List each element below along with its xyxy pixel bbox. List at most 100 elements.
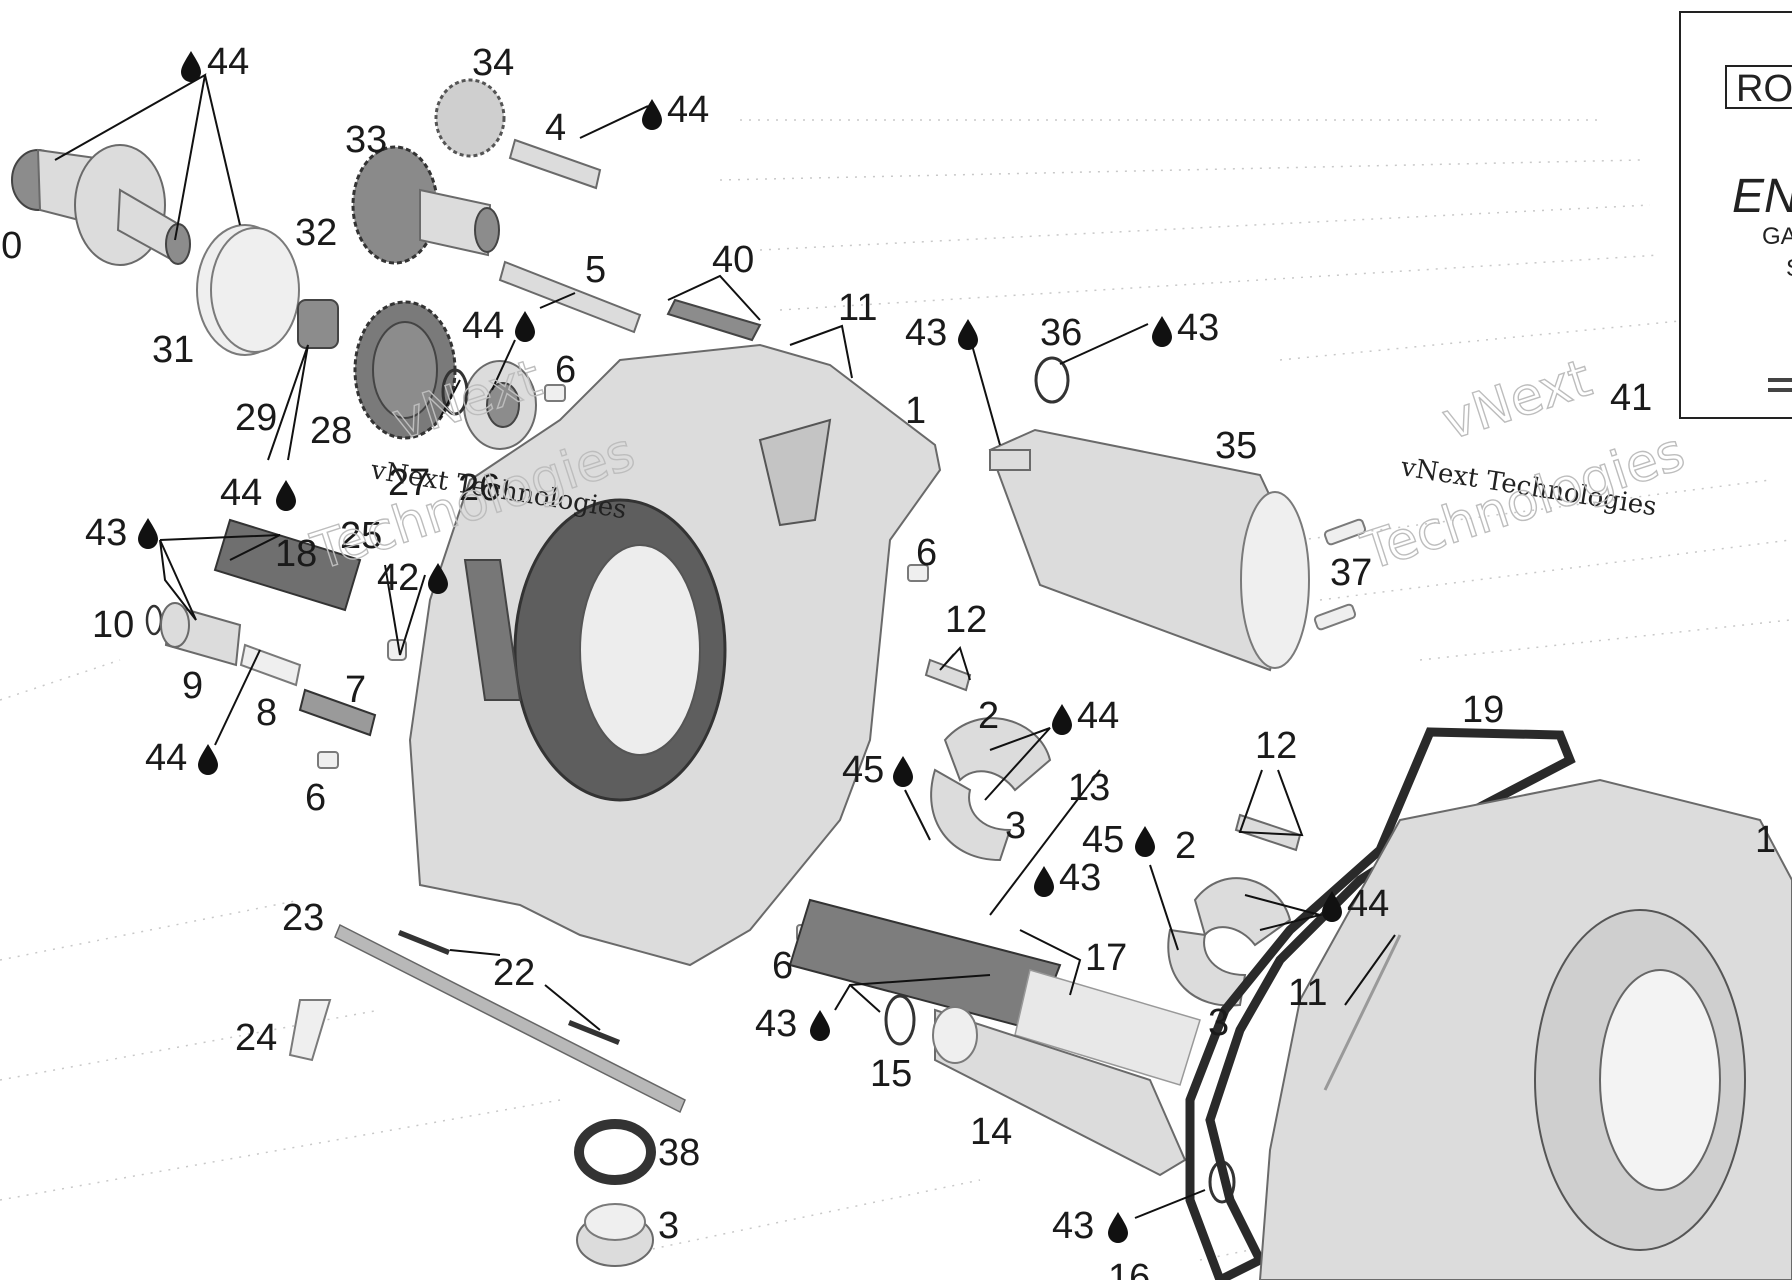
callout-12: 12 <box>1255 725 1297 767</box>
svg-text:43: 43 <box>755 1003 797 1045</box>
part-gasket-17 <box>1014 969 1201 1086</box>
part-shaft-23 <box>334 923 686 1114</box>
callout-35: 35 <box>1215 425 1257 467</box>
callout-44: 44 <box>181 41 249 83</box>
part-screw-37-b <box>1313 603 1357 631</box>
watermark-outline-vnext-right: vNext <box>1435 348 1598 452</box>
callout-43: 43 <box>85 512 158 554</box>
callout-37: 37 <box>1330 552 1372 594</box>
callout-44: 44 <box>462 305 535 347</box>
part-dowel-6-b <box>907 564 929 582</box>
callout-8: 8 <box>256 692 277 734</box>
part-gear-34 <box>434 78 506 158</box>
part-pin-12-a <box>924 658 972 692</box>
callout-14: 14 <box>970 1111 1012 1153</box>
svg-text:43: 43 <box>905 312 947 354</box>
info-plate: RO EN GA S <box>1679 11 1792 419</box>
callout-10: 10 <box>92 604 134 646</box>
callout-4: 4 <box>545 107 566 149</box>
svg-text:44: 44 <box>145 737 187 779</box>
callout-28: 28 <box>310 410 352 452</box>
callout-30: 30 <box>0 225 22 267</box>
part-pin-11 <box>1323 934 1402 1091</box>
svg-text:43: 43 <box>1059 857 1101 899</box>
part-plate-18 <box>213 518 362 612</box>
callout-19: 19 <box>1462 689 1504 731</box>
svg-text:43: 43 <box>85 512 127 554</box>
callout-27: 27 <box>388 462 430 504</box>
callout-11: 11 <box>1288 972 1327 1014</box>
callout-3: 3 <box>1005 805 1026 847</box>
part-bearing-3-a <box>930 768 1012 862</box>
callout-38: 38 <box>658 1132 700 1174</box>
part-pin-22-b <box>568 1020 620 1045</box>
part-reed-valve-13 <box>788 898 1062 1032</box>
callout-43: 43 <box>1034 857 1101 899</box>
callout-45: 45 <box>1082 819 1155 861</box>
callout-36: 36 <box>1040 312 1082 354</box>
callout-29: 29 <box>235 397 277 439</box>
callout-7: 7 <box>345 669 366 711</box>
callout-2: 2 <box>978 695 999 737</box>
callout-9: 9 <box>182 665 203 707</box>
callout-labels: 44 34 4 44 33 30 32 5 40 11 43 36 43 44 … <box>0 41 1776 1280</box>
parts <box>11 78 1792 1280</box>
callout-44: 44 <box>642 89 709 131</box>
callout-24: 24 <box>235 1017 277 1059</box>
part-dowel-6-c <box>317 751 339 769</box>
part-spring-7 <box>298 688 377 737</box>
plate-line-3: S <box>1786 255 1792 282</box>
part-bearing-2-a <box>943 717 1052 792</box>
callout-40: 40 <box>712 239 754 281</box>
part-bushing-29 <box>297 299 339 349</box>
part-crankcase-left <box>408 343 942 967</box>
plate-logo: RO <box>1736 68 1792 110</box>
svg-text:44: 44 <box>207 41 249 83</box>
svg-text:44: 44 <box>667 89 709 131</box>
callout-44: 44 <box>1322 883 1389 925</box>
callout-26: 26 <box>458 467 500 509</box>
part-oring-10 <box>145 604 163 636</box>
part-bearing-3-b <box>1167 928 1247 1007</box>
svg-text:45: 45 <box>842 749 884 791</box>
svg-text:43: 43 <box>1052 1205 1094 1247</box>
callout-23: 23 <box>282 897 324 939</box>
callout-25: 25 <box>340 515 382 557</box>
part-oring-27 <box>441 368 469 416</box>
svg-text:43: 43 <box>1177 307 1219 349</box>
callout-16: 16 <box>1108 1257 1150 1280</box>
svg-text:44: 44 <box>1077 695 1119 737</box>
part-starter-drive <box>11 144 191 266</box>
callout-15: 15 <box>870 1053 912 1095</box>
callout-41: 41 <box>1610 377 1652 419</box>
svg-text:45: 45 <box>1082 819 1124 861</box>
svg-text:44: 44 <box>1347 883 1389 925</box>
callout-1: 1 <box>1755 819 1776 861</box>
callout-6: 6 <box>916 532 937 574</box>
callout-11: 11 <box>838 287 877 329</box>
part-bolt-24 <box>288 999 332 1062</box>
svg-text:44: 44 <box>462 305 504 347</box>
part-sleeve-14 <box>934 1008 1187 1177</box>
callout-22: 22 <box>493 952 535 994</box>
part-oring-36 <box>1034 356 1070 404</box>
callout-32: 32 <box>295 212 337 254</box>
part-spring-8 <box>239 643 302 687</box>
callout-43: 43 <box>1152 307 1219 349</box>
part-seal-38 <box>574 1119 656 1185</box>
part-oring-15 <box>884 994 916 1046</box>
part-bearing-2-b <box>1193 877 1292 947</box>
callout-17: 17 <box>1085 937 1127 979</box>
plate-title: EN <box>1732 170 1792 223</box>
part-dowel-6-a <box>544 384 566 402</box>
svg-text:42: 42 <box>377 557 419 599</box>
part-shaft-4 <box>508 138 602 190</box>
part-crankcase-right <box>1258 778 1792 1280</box>
callout-44: 44 <box>145 737 218 779</box>
svg-text:44: 44 <box>220 472 262 514</box>
callout-3: 3 <box>658 1205 679 1247</box>
plate-line-2: GA <box>1762 223 1792 250</box>
callout-6: 6 <box>555 349 576 391</box>
callout-18: 18 <box>275 533 317 575</box>
